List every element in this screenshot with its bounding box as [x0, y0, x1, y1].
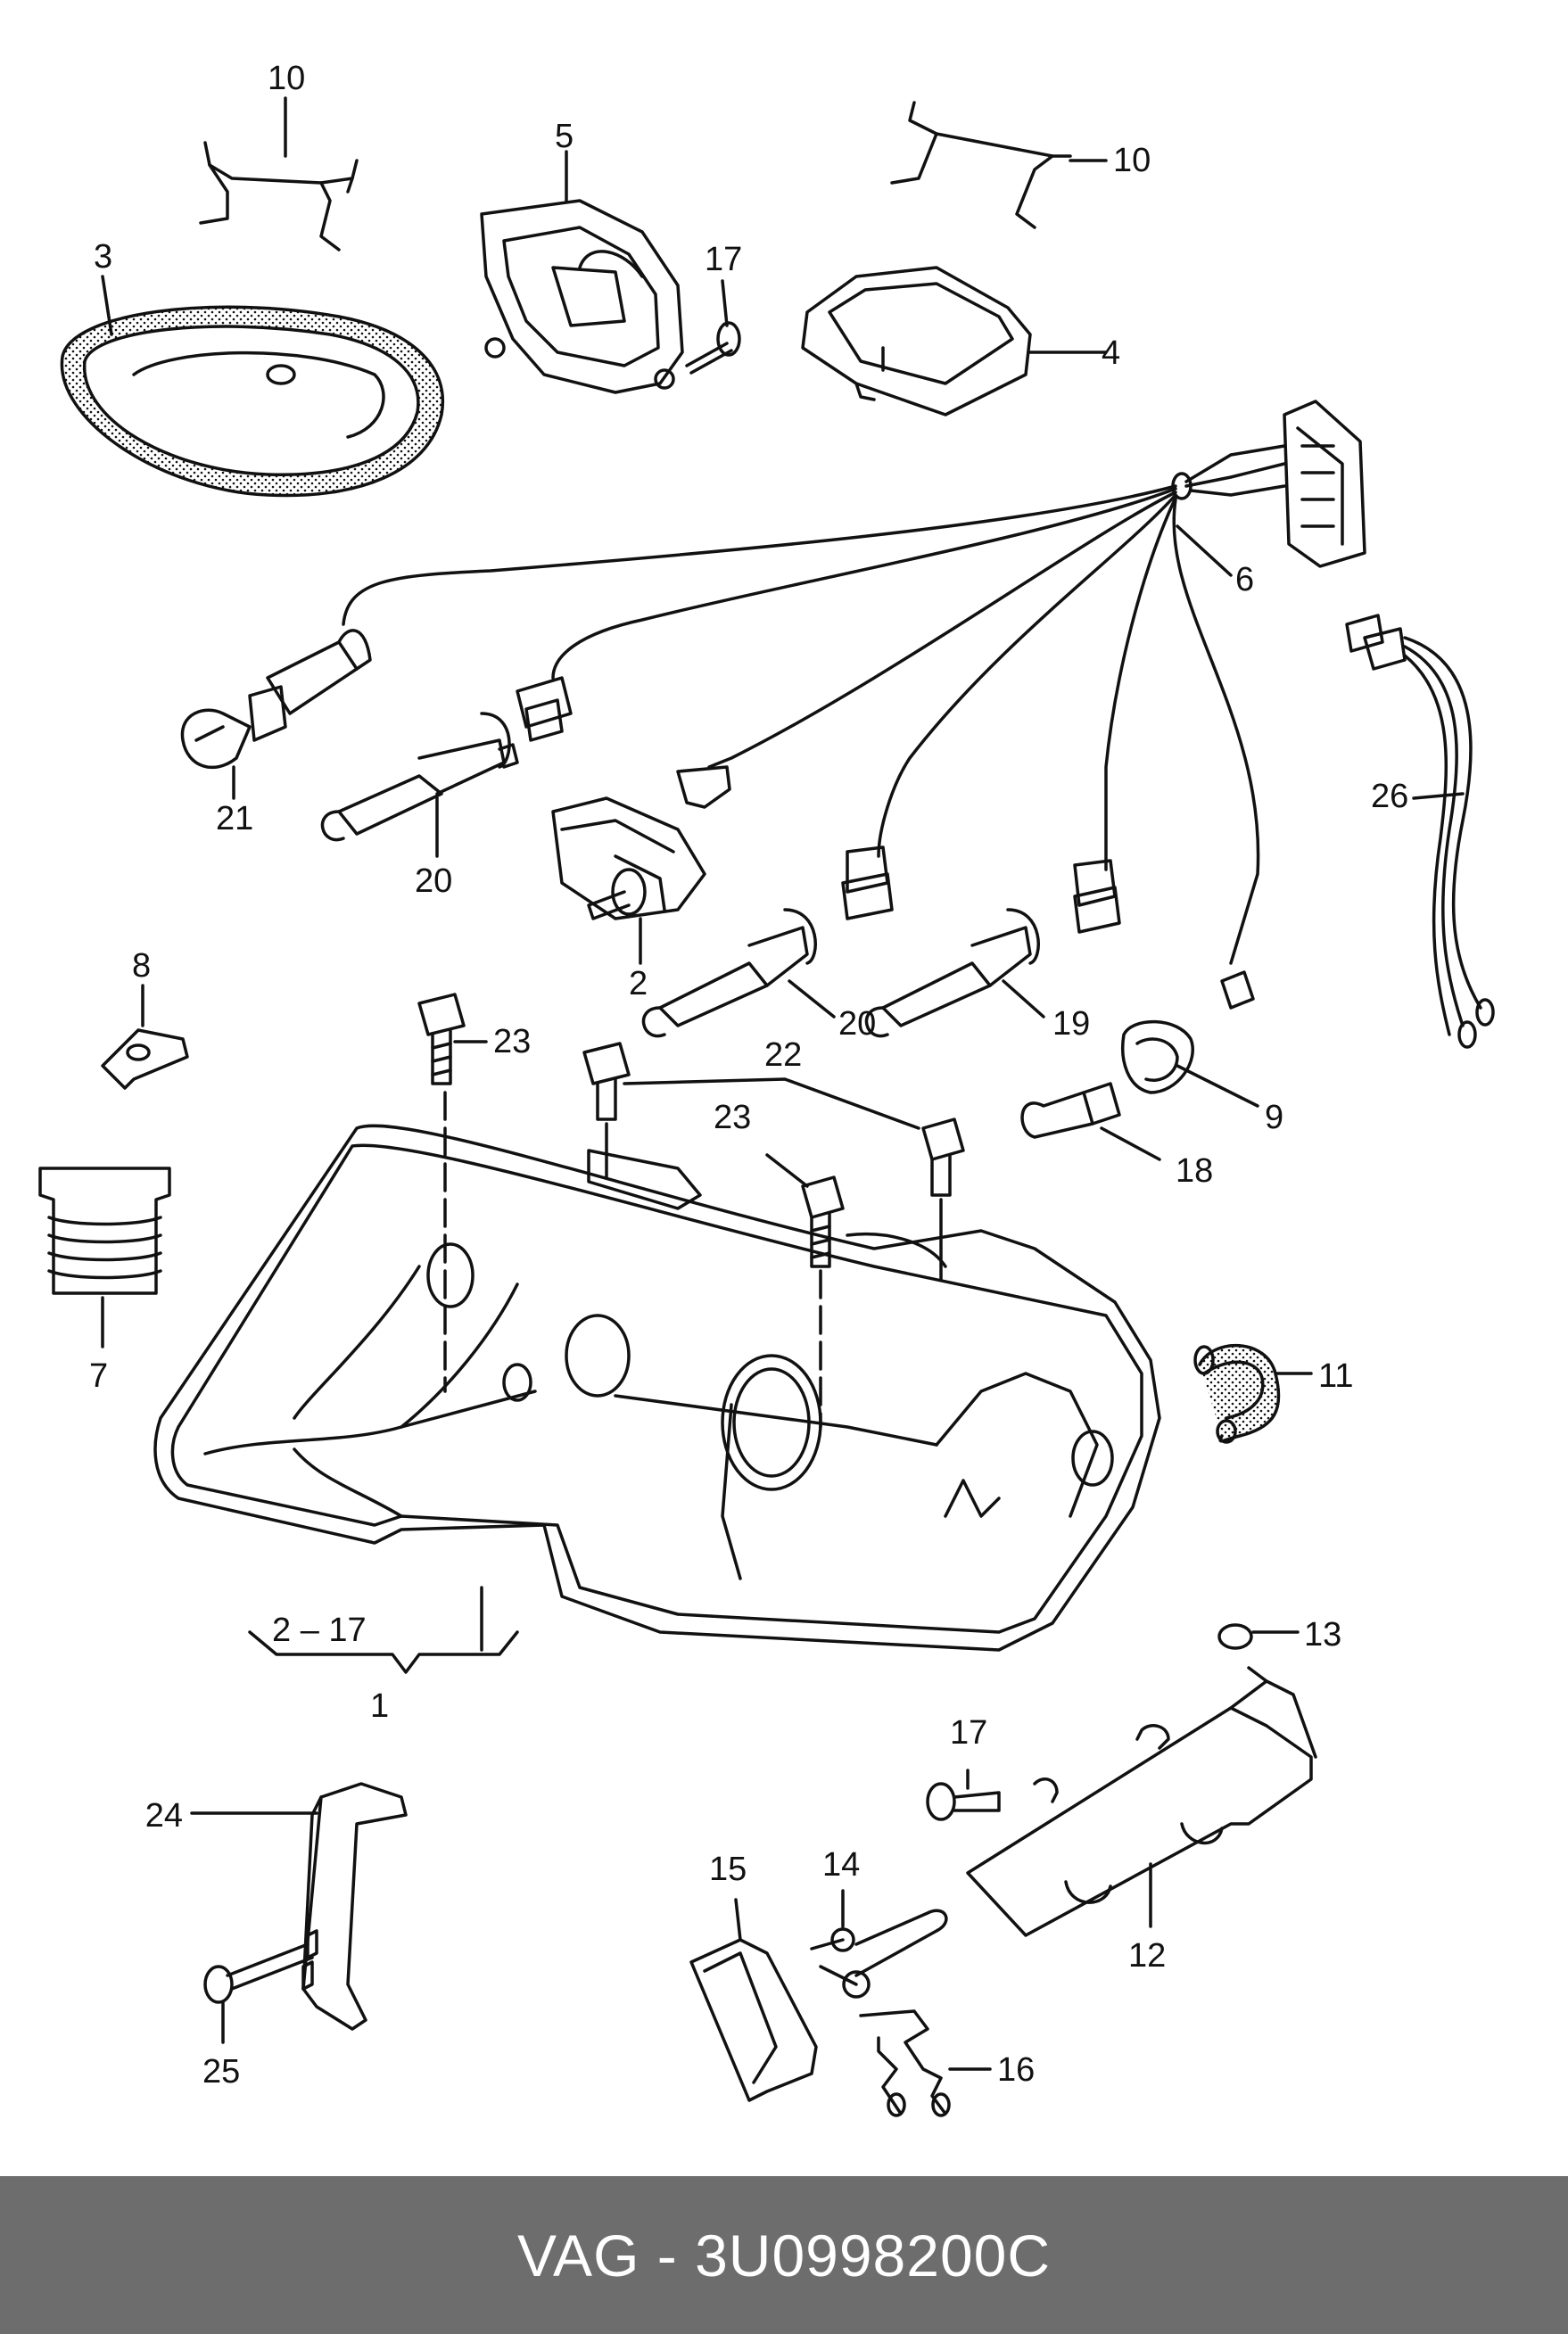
part-1-bracket	[248, 1586, 519, 1674]
label-3: 3	[94, 238, 112, 276]
label-16: 16	[997, 2051, 1035, 2089]
part-24-bracket	[301, 1782, 408, 2031]
part-14-ball-pin	[810, 1909, 948, 1999]
label-13: 13	[1304, 1616, 1341, 1654]
label-24: 24	[145, 1797, 183, 1835]
part-26-cable	[1345, 614, 1495, 1049]
label-26: 26	[1371, 778, 1408, 815]
part-13-o-ring	[1217, 1623, 1253, 1650]
label-1: 1	[370, 1687, 389, 1725]
part-4-cover	[801, 266, 1032, 416]
part-20-bulb-upper	[320, 712, 519, 842]
label-14: 14	[822, 1846, 860, 1884]
label-4: 4	[1102, 334, 1120, 372]
label-11: 11	[1318, 1357, 1353, 1395]
part-23-screw-left	[417, 993, 466, 1085]
label-9: 9	[1265, 1099, 1283, 1136]
part-16-clip	[859, 2009, 951, 2117]
label-17-top: 17	[705, 241, 742, 278]
label-20-upper: 20	[415, 862, 452, 900]
part-5-reflector	[480, 199, 684, 394]
label-22: 22	[764, 1036, 802, 1074]
part-22-screw-left	[582, 1042, 631, 1121]
part-25-screw	[203, 1942, 314, 2004]
label-18: 18	[1176, 1152, 1213, 1190]
part-12-actuator	[966, 1666, 1317, 1937]
part-17-screw-bottom	[926, 1782, 1001, 1821]
label-10-left: 10	[268, 60, 305, 97]
part-9-socket	[1121, 1019, 1194, 1094]
label-23-right: 23	[714, 1099, 751, 1136]
label-5: 5	[555, 118, 574, 155]
label-2: 2	[629, 965, 648, 1002]
label-17-bottom: 17	[950, 1714, 987, 1752]
part-6-harness	[342, 400, 1366, 965]
label-15: 15	[709, 1851, 747, 1888]
footer-bar: VAG - 3U0998200C	[0, 2176, 1568, 2334]
label-25: 25	[202, 2053, 240, 2091]
part-number-caption: VAG - 3U0998200C	[516, 2222, 1052, 2289]
label-2-17: 2 – 17	[272, 1612, 367, 1649]
part-8-clip	[101, 1028, 189, 1090]
part-20-bulb-middle	[641, 908, 817, 1038]
part-22-screw-right	[921, 1118, 965, 1197]
label-21: 21	[216, 800, 253, 837]
label-23-left: 23	[493, 1023, 531, 1060]
label-12: 12	[1128, 1937, 1166, 1975]
part-11-hose	[1193, 1344, 1281, 1444]
label-8: 8	[132, 947, 151, 985]
part-21-bulb	[180, 629, 372, 769]
part-10-clip-right	[890, 101, 1072, 229]
label-20-middle: 20	[838, 1005, 876, 1043]
part-17-screw-top	[685, 321, 741, 375]
part-7-cap	[38, 1167, 171, 1295]
label-7: 7	[89, 1357, 108, 1395]
label-6: 6	[1235, 561, 1254, 598]
headlight-exploded-diagram: 10 3 5 17 10 4 6 21 20 26 2 8 23 22 20 1…	[38, 60, 1495, 2117]
part-2-motor	[551, 796, 706, 920]
part-19-bulb	[864, 908, 1040, 1038]
part-10-clip-left	[199, 141, 359, 252]
part-18-bulb	[1020, 1082, 1121, 1139]
part-3-gasket	[60, 305, 445, 498]
part-15-cover	[689, 1938, 818, 2102]
part-1-headlamp-housing	[153, 1124, 1161, 1652]
harness-connectors	[516, 676, 1255, 1010]
label-10-right: 10	[1113, 142, 1151, 179]
label-19: 19	[1052, 1005, 1090, 1043]
